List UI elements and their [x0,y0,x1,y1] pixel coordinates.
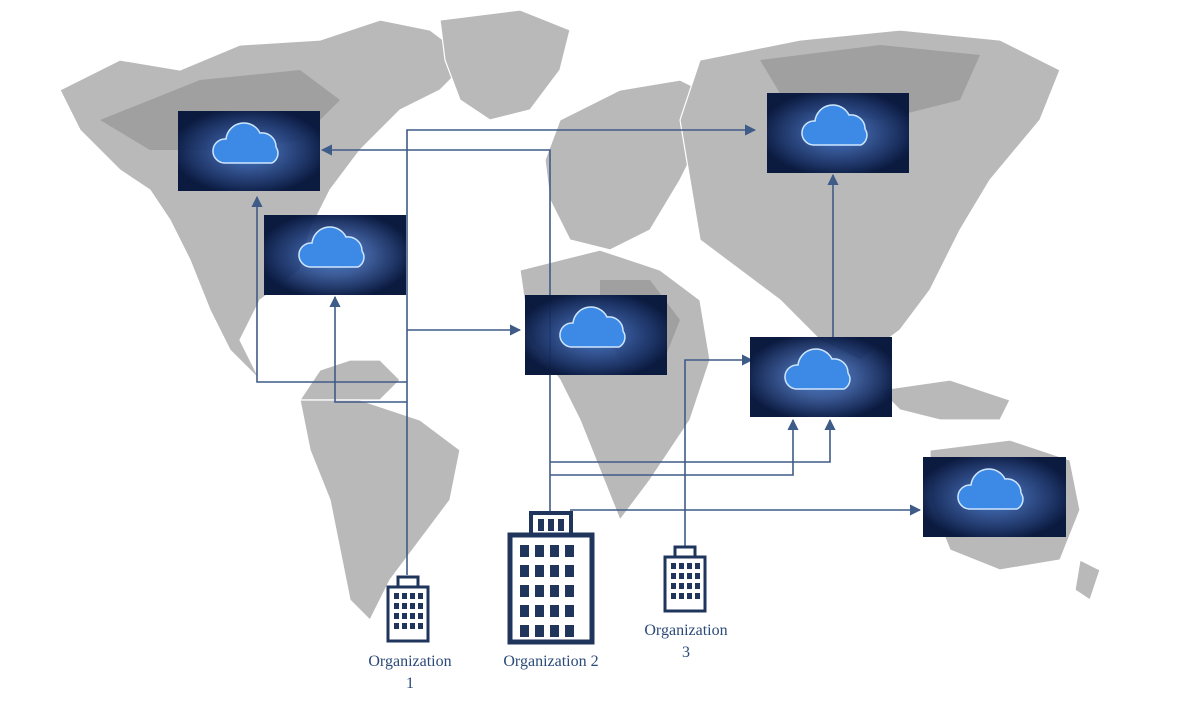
building-icon [663,545,707,613]
organization-1-label: Organization 1 [368,653,452,692]
connector-org2-trunk [320,144,551,515]
cloud-node-north-america-central [264,215,406,295]
indonesia-landmass [878,379,1011,421]
cloud-icon [525,295,667,375]
new-zealand-landmass [1074,559,1101,601]
cloud-node-russia [767,93,909,173]
cloud-icon [264,215,406,295]
cloud-icon [750,337,892,417]
europe-landmass [544,79,721,251]
cloud-node-asia-south [750,337,892,417]
cloud-node-north-america-west [178,111,320,191]
organization-3-label: Organization 3 [644,622,728,661]
connector-org2-asia-b [550,418,799,476]
cloud-icon [923,457,1066,537]
cloud-icon [767,93,909,173]
connector-org3-asia [684,354,754,548]
building-icon [386,575,430,643]
cloud-node-australia [923,457,1066,537]
organization-2-label: Organization 2 [503,653,599,670]
connector-org1-trunk [406,124,757,575]
greenland-landmass [439,9,571,121]
connector-org1-na-west [251,195,407,383]
cloud-node-africa-north [525,295,667,375]
building-icon [507,511,595,645]
cloud-icon [178,111,320,191]
south-america-landmass [299,399,461,622]
connector-org1-na-central [329,295,407,403]
connector-org2-asia-a [550,418,836,463]
